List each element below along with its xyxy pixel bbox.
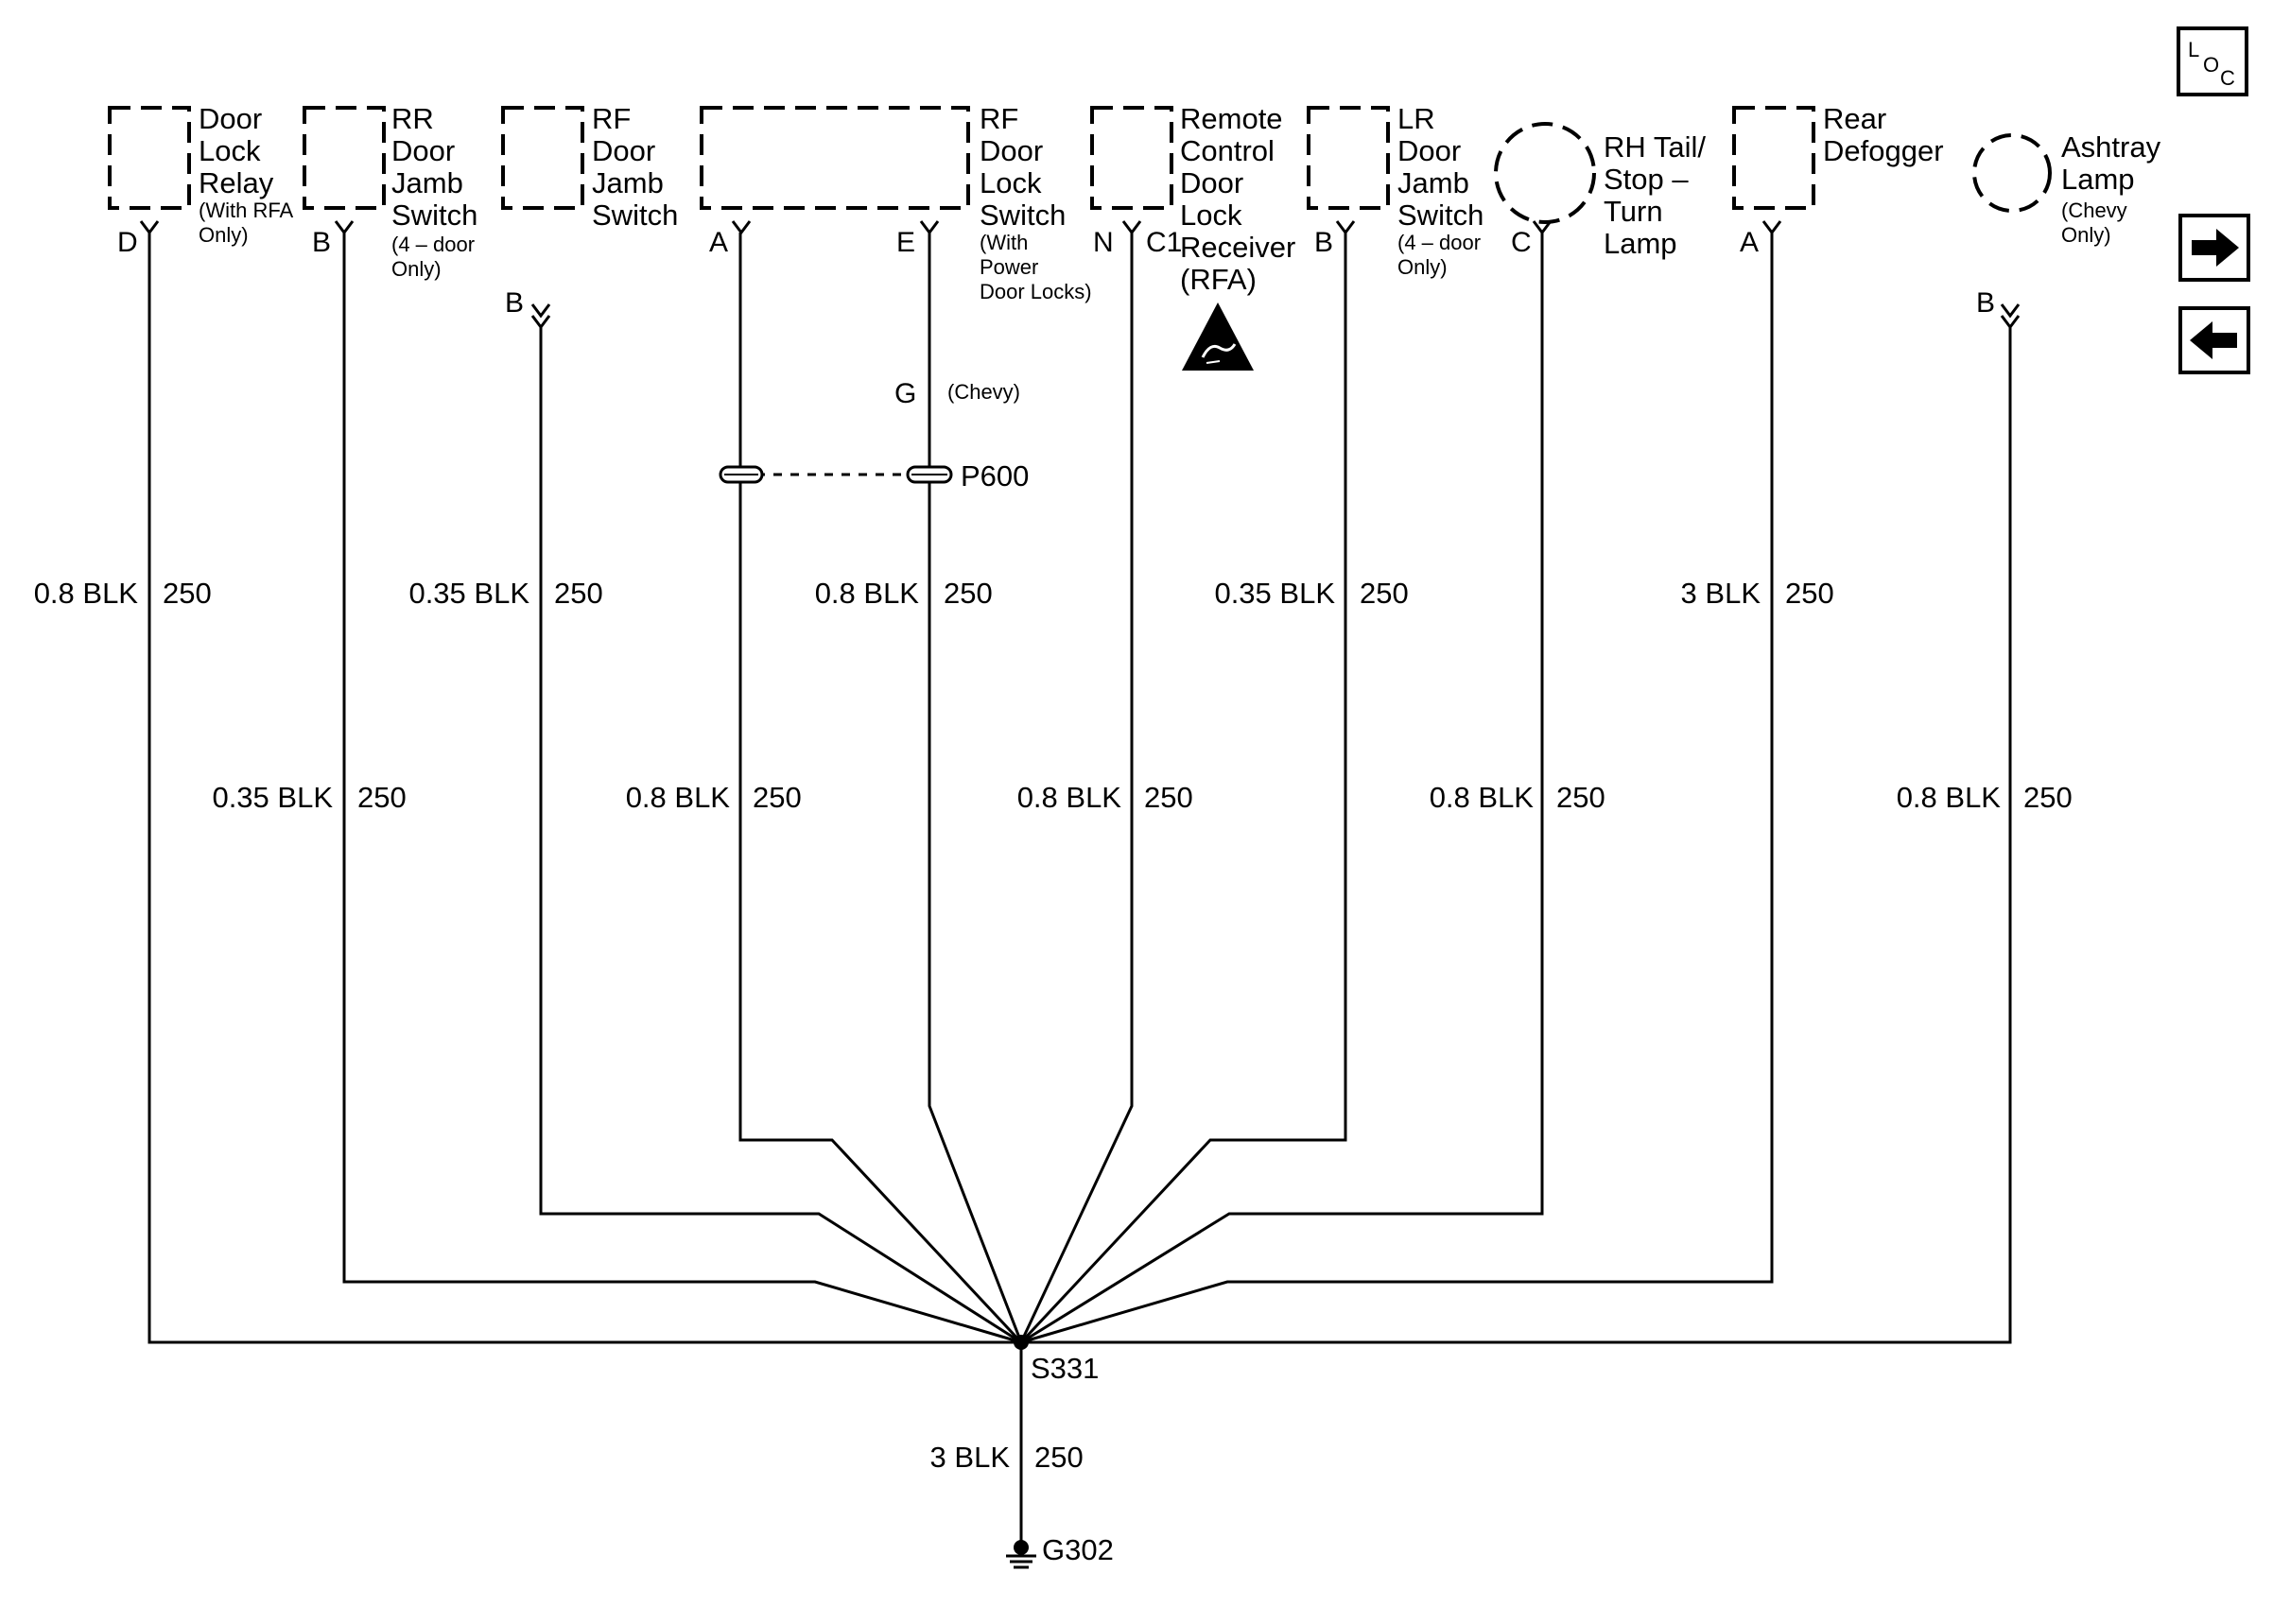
wire-circuit: 250: [944, 577, 993, 610]
pin-label: B: [1976, 287, 1995, 319]
wire-circuit: 250: [163, 577, 212, 610]
rf-door-jamb-switch-outline: [501, 106, 584, 210]
pin-label: N: [1093, 227, 1114, 258]
arrow-left-icon: [2190, 321, 2237, 359]
door-lock-relay-label: Door Lock Relay: [199, 102, 274, 199]
connector-arrows: [530, 303, 2021, 330]
wire-gauge: 0.8 BLK: [626, 781, 731, 814]
wire-ashtray-lamp: [1021, 327, 2012, 1344]
wire-circuit: 250: [1785, 577, 1834, 610]
loc-letter-c: C: [2220, 66, 2235, 90]
ground-wires: [147, 233, 2012, 1550]
prev-page-button[interactable]: [2178, 306, 2250, 374]
pin-label: B: [312, 227, 331, 258]
esd-warning-icon: [1182, 302, 1254, 371]
terminal-mark: [334, 220, 355, 235]
inline-connector-note: (Chevy): [947, 380, 1020, 404]
wire-rf-door-jamb: [539, 327, 1022, 1344]
ashtray-lamp-note: (Chevy Only): [2061, 199, 2133, 247]
rf-door-lock-switch-note: (With Power Door Locks): [980, 231, 1092, 303]
rh-tail-lamp-label: RH Tail/ Stop – Turn Lamp: [1604, 130, 1714, 260]
door-lock-relay-outline: [108, 106, 191, 210]
wire-gauge: 0.8 BLK: [1430, 781, 1535, 814]
rh-tail-lamp-outline: [1494, 122, 1596, 224]
rf-door-lock-switch-label: RF Door Lock Switch: [980, 102, 1066, 232]
pin-label: B: [505, 287, 524, 319]
wire-rr-door-jamb: [342, 233, 1022, 1344]
remote-receiver-label: Remote Control Door Lock Receiver (RFA): [1180, 102, 1304, 296]
terminal-mark: [1335, 220, 1356, 235]
pin-label: B: [1314, 227, 1333, 258]
terminal-mark: [139, 220, 160, 235]
rr-door-jamb-switch-outline: [303, 106, 386, 210]
wire-labels-upper: 0.8 BLK 250 0.35 BLK 250 0.8 BLK 250 0.3…: [34, 577, 1834, 610]
terminal-mark: [1121, 220, 1142, 235]
rear-defogger-label: Rear Defogger: [1823, 102, 1944, 167]
wire-gauge: 3 BLK: [930, 1441, 1011, 1474]
wire-rf-door-lock-e: [928, 233, 1023, 1343]
rr-door-jamb-switch-note: (4 – door Only): [391, 233, 480, 281]
inline-connector-pin: G: [894, 378, 916, 409]
wire-circuit: 250: [1034, 1441, 1084, 1474]
remote-receiver-outline: [1090, 106, 1173, 210]
terminal-mark: [919, 220, 940, 235]
pin-terminals: [139, 220, 1782, 235]
lr-door-jamb-switch-note: (4 – door Only): [1397, 231, 1486, 279]
wire-rh-tail-lamp: [1020, 233, 1544, 1344]
component-labels: Door Lock Relay (With RFA Only) RR Door …: [199, 102, 2169, 303]
wire-circuit: 250: [753, 781, 802, 814]
rf-door-lock-switch-outline: [700, 106, 970, 210]
wire-gauge: 3 BLK: [1681, 577, 1761, 610]
rr-door-jamb-switch-label: RR Door Jamb Switch: [391, 102, 477, 232]
terminal-mark: [731, 220, 752, 235]
wire-rf-door-lock-a: [738, 233, 1023, 1344]
lr-door-jamb-switch-label: LR Door Jamb Switch: [1397, 102, 1484, 232]
loc-letter-o: O: [2203, 53, 2219, 77]
ashtray-lamp-outline: [1972, 133, 2052, 213]
door-lock-relay-note: (With RFA Only): [199, 199, 298, 247]
pin-label: A: [1740, 227, 1759, 258]
pin-label: C: [1511, 227, 1532, 258]
wire-gauge: 0.8 BLK: [1897, 781, 2002, 814]
loc-letter-l: L: [2188, 38, 2199, 61]
pin-label: E: [896, 227, 915, 258]
wire-circuit: 250: [1556, 781, 1605, 814]
terminal-mark: [1761, 220, 1782, 235]
pin-label: C1: [1146, 227, 1182, 258]
rear-defogger-outline: [1732, 106, 1815, 210]
splice-label: S331: [1031, 1352, 1099, 1385]
wire-labels-lower: 0.35 BLK 250 0.8 BLK 250 0.8 BLK 250 0.8…: [212, 781, 2072, 814]
wire-circuit: 250: [357, 781, 407, 814]
ground-label: G302: [1042, 1533, 1114, 1566]
wire-rear-defogger: [1020, 233, 1774, 1344]
arrow-right-icon: [2192, 229, 2239, 267]
wire-door-lock-relay: [147, 233, 1021, 1344]
wire-gauge: 0.8 BLK: [815, 577, 920, 610]
inline-connector-name: P600: [961, 459, 1029, 492]
wire-circuit: 250: [2023, 781, 2073, 814]
splice-dot: [1014, 1335, 1029, 1350]
lr-door-jamb-switch-outline: [1307, 106, 1390, 210]
wire-gauge: 0.35 BLK: [1214, 577, 1335, 610]
ground-icon: [1006, 1540, 1036, 1569]
component-outlines: [108, 106, 2052, 224]
wire-remote-receiver: [1019, 233, 1134, 1343]
wire-gauge: 0.35 BLK: [212, 781, 333, 814]
wire-circuit: 250: [554, 577, 603, 610]
pin-label: D: [117, 227, 138, 258]
next-page-button[interactable]: [2178, 214, 2250, 282]
wire-circuit: 250: [1360, 577, 1409, 610]
loc-button[interactable]: L O C: [2177, 26, 2248, 96]
pin-label: A: [709, 227, 728, 258]
pin-labels: D B B A E N C1 B C A B: [117, 227, 1995, 319]
wire-lr-door-jamb: [1019, 233, 1347, 1344]
ashtray-lamp-label: Ashtray Lamp: [2061, 130, 2169, 196]
rf-door-jamb-switch-label: RF Door Jamb Switch: [592, 102, 678, 232]
wire-gauge: 0.8 BLK: [1017, 781, 1122, 814]
inline-connector-p600: G (Chevy) P600: [719, 378, 1029, 492]
wire-circuit: 250: [1144, 781, 1193, 814]
wire-gauge: 0.8 BLK: [34, 577, 139, 610]
wire-gauge: 0.35 BLK: [408, 577, 529, 610]
